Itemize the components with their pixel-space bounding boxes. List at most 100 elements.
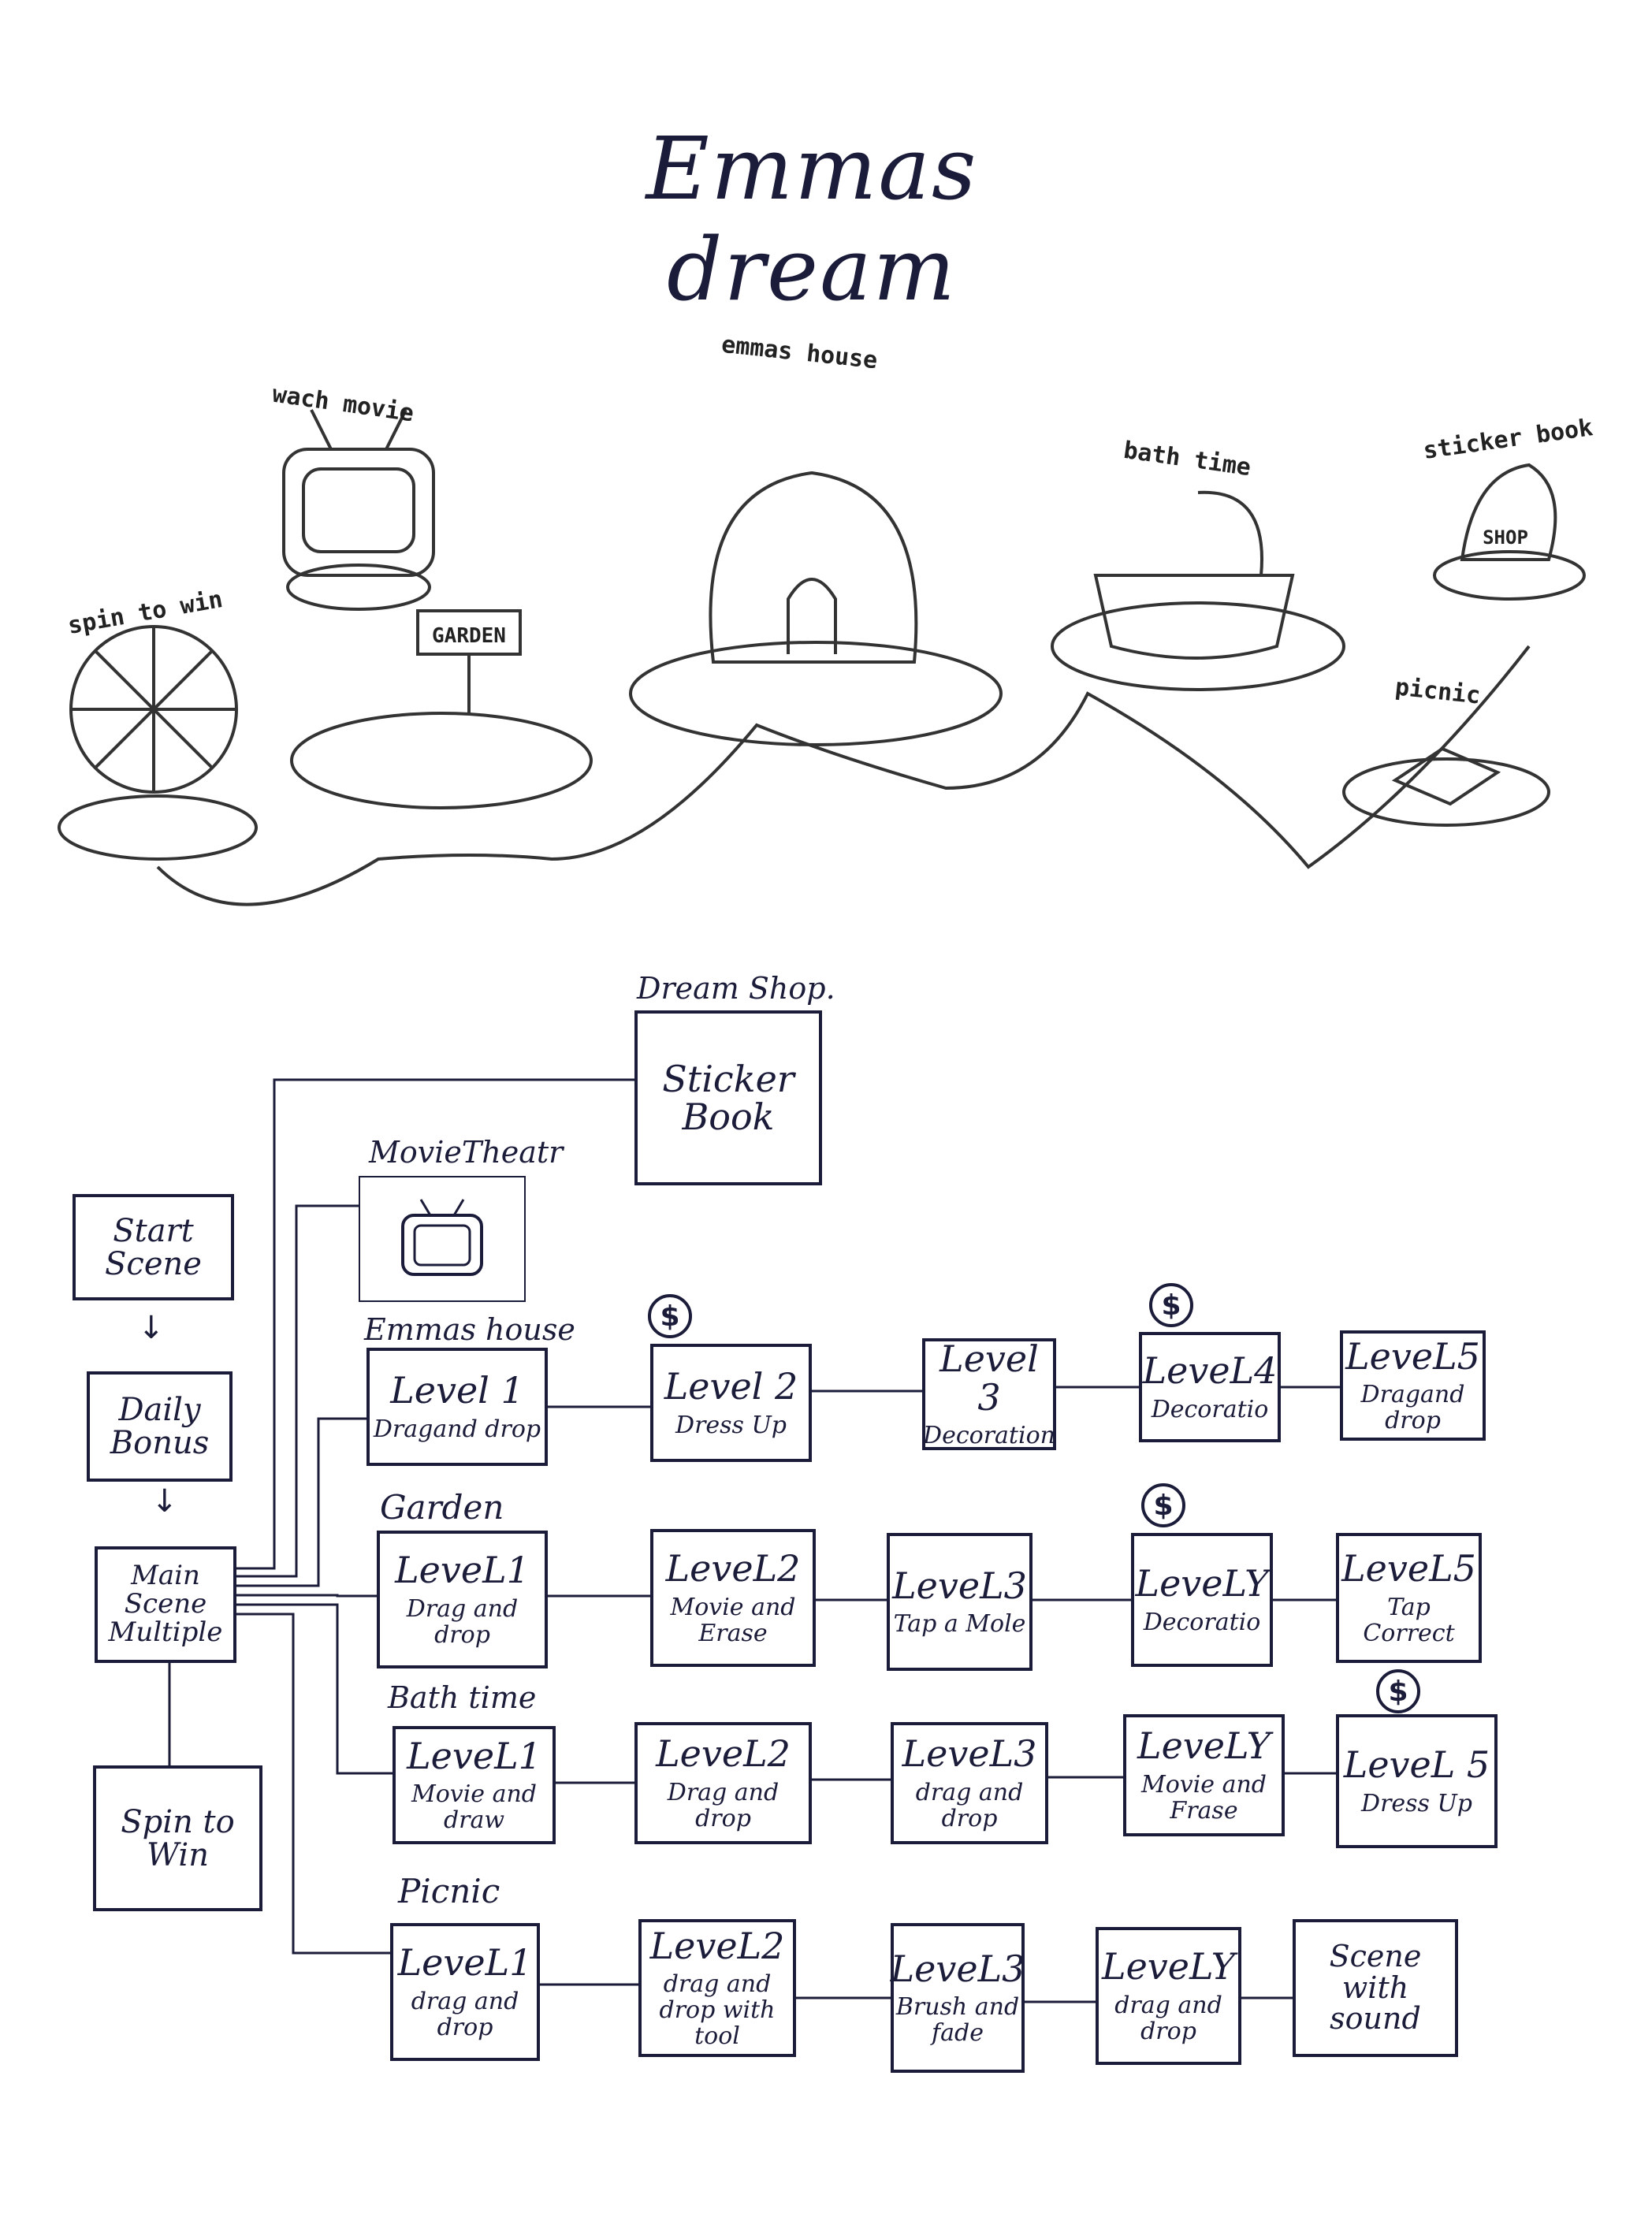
level-desc: drag and drop with tool — [659, 1970, 776, 2051]
level-desc: Tap a Mole — [893, 1610, 1026, 1639]
dream-shop-label: Dream Shop. — [637, 971, 835, 1006]
level-box[interactable]: Level 2 Dress Up — [650, 1344, 812, 1462]
picnic-basket-icon — [1391, 746, 1501, 806]
arrow-down-icon: ↓ — [151, 1483, 178, 1520]
level-name: LeveL 5 — [1343, 1743, 1490, 1787]
level-desc: Dragand drop — [373, 1415, 541, 1443]
start-scene-text: Start Scene — [105, 1212, 202, 1282]
level-box[interactable]: Level 1 Dragand drop — [366, 1348, 548, 1466]
level-name: LeveL2 — [649, 1924, 785, 1967]
level-desc: drag and drop — [1114, 1991, 1222, 2045]
level-name: LeveL3 — [890, 1947, 1025, 1990]
island-garden — [290, 712, 593, 809]
level-desc: Brush and fade — [895, 1993, 1020, 2048]
island-spin — [58, 794, 258, 861]
garden-sign-text: GARDEN — [432, 624, 506, 648]
level-desc: Dragand drop — [1360, 1381, 1465, 1435]
daily-bonus-text: Daily Bonus — [110, 1392, 210, 1461]
sticker-book-box[interactable]: Sticker Book — [634, 1010, 822, 1185]
island-house — [629, 641, 1003, 746]
level-name: LeveLY — [1137, 1724, 1271, 1768]
level-name: LeveL1 — [407, 1734, 541, 1777]
level-name: LeveL3 — [902, 1732, 1037, 1776]
level-desc: Decoration — [923, 1421, 1055, 1449]
group-label-garden: Garden — [380, 1488, 504, 1527]
level-box[interactable]: LeveLY Decoratio — [1131, 1533, 1273, 1667]
spin-to-win-text: Spin to Win — [121, 1803, 235, 1873]
level-name: LeveLY — [1102, 1945, 1235, 1988]
level-desc: Movie and Erase — [670, 1593, 796, 1647]
sticker-book-text: Sticker Book — [662, 1057, 794, 1138]
spin-to-win-box[interactable]: Spin to Win — [93, 1765, 262, 1911]
level-desc: Tap Correct — [1363, 1593, 1455, 1647]
group-label-bath-time: Bath time — [388, 1680, 537, 1715]
level-name: LeveL5 — [1341, 1547, 1476, 1590]
arrow-down-icon: ↓ — [138, 1310, 165, 1346]
coin-icon: $ — [1141, 1483, 1185, 1527]
coin-icon: $ — [1376, 1669, 1420, 1713]
island-sticker — [1433, 550, 1586, 601]
level-desc: drag and drop — [915, 1778, 1024, 1832]
coin-icon: $ — [648, 1294, 692, 1338]
level-desc: Drag and drop — [667, 1778, 779, 1832]
level-name: LeveL3 — [892, 1564, 1027, 1607]
vine-path — [156, 645, 1531, 906]
level-desc: Drag and drop — [406, 1594, 519, 1649]
shop-sign-text: SHOP — [1483, 526, 1528, 549]
level-name: Level 2 — [664, 1365, 798, 1408]
group-label-emmas-house: Emmas house — [364, 1312, 575, 1347]
level-desc: Movie and draw — [411, 1780, 538, 1835]
island-movie — [286, 564, 431, 611]
page-title: Emmas dream — [646, 118, 978, 320]
level-name: LeveL1 — [395, 1549, 530, 1592]
level-name: LeveL2 — [665, 1547, 801, 1590]
movie-theatre-label: MovieTheatr — [369, 1135, 564, 1170]
level-desc: Decoratio — [1143, 1608, 1261, 1636]
coin-icon: $ — [1149, 1283, 1193, 1327]
level-name: LeveL5 — [1345, 1334, 1480, 1378]
start-scene-box[interactable]: Start Scene — [73, 1194, 234, 1300]
main-scene-text: Main Scene Multiple — [108, 1560, 223, 1648]
level-desc: Movie and Frase — [1140, 1770, 1267, 1825]
daily-bonus-box[interactable]: Daily Bonus — [87, 1371, 233, 1482]
movie-theatre-box[interactable] — [359, 1176, 526, 1302]
world-map-illustration: GARDEN SHOP — [58, 409, 1586, 906]
level-name: LeveL4 — [1142, 1349, 1278, 1393]
group-label-picnic: Picnic — [398, 1872, 500, 1910]
level-desc: Dress Up — [675, 1411, 787, 1439]
main-scene-box[interactable]: Main Scene Multiple — [95, 1546, 236, 1663]
tv-icon — [282, 448, 435, 577]
level-name: LeveL2 — [656, 1732, 791, 1776]
level-name: LeveLY — [1135, 1562, 1269, 1605]
bathtub-icon — [1093, 574, 1295, 660]
level-name: Scene with sound — [1329, 1938, 1422, 2037]
door-icon — [787, 578, 837, 654]
level-name: Level 3 — [939, 1337, 1039, 1419]
level-desc: drag and drop — [411, 1987, 519, 2041]
shop-icon — [1460, 463, 1557, 561]
level-name: Level 1 — [390, 1369, 524, 1412]
strawberry-house-icon — [709, 471, 918, 664]
level-desc: Dress Up — [1361, 1789, 1472, 1817]
scene-with-sound-box[interactable]: Scene with sound — [1293, 1919, 1458, 2057]
level-desc: Decoratio — [1151, 1395, 1269, 1423]
level-name: LeveL1 — [397, 1941, 533, 1985]
island-bath — [1051, 601, 1345, 691]
